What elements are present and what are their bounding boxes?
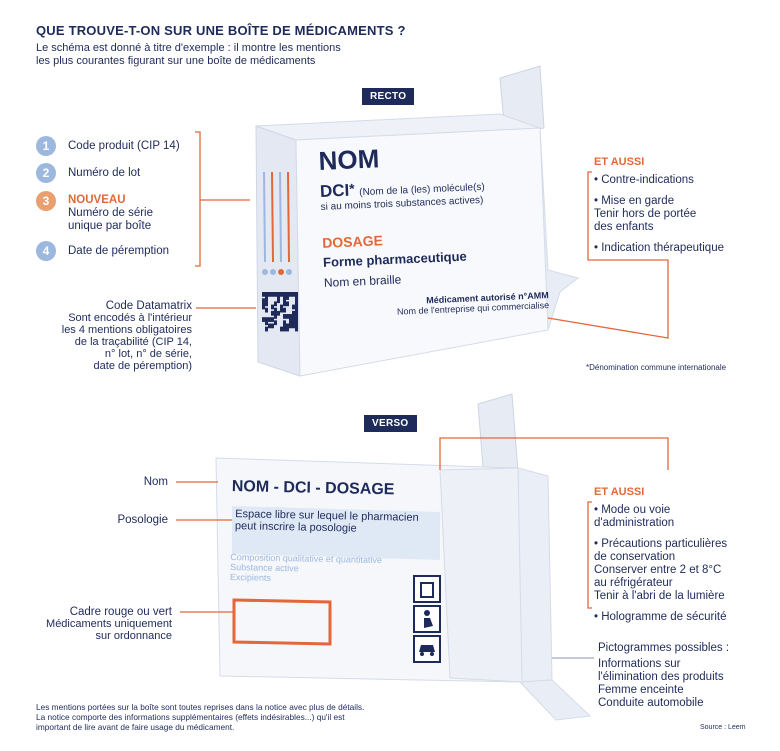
et-aussi-item: • Indication thérapeutique <box>594 242 724 254</box>
stripe <box>263 171 266 263</box>
verso-box-title: NOM - DCI - DOSAGE <box>231 478 395 499</box>
item-line: unique par boîte <box>68 220 152 232</box>
datamatrix-line: date de péremption) <box>93 360 192 372</box>
item-numero-serie: NOUVEAU Numéro de série unique par boîte <box>68 194 153 233</box>
source-label: Source : Leem <box>700 724 746 731</box>
dot-icon <box>286 269 292 275</box>
stripe <box>287 171 290 263</box>
dot-icon <box>278 269 284 275</box>
et-aussi-item: • Mode ou voie <box>594 504 671 516</box>
verso-box-text: NOM - DCI - DOSAGE Espace libre sur lequ… <box>230 478 420 586</box>
label-cadre: Cadre rouge ou vert Médicaments uniqueme… <box>20 606 172 642</box>
item-code-produit: Code produit (CIP 14) <box>68 140 180 152</box>
pictogrammes: Pictogrammes possibles : Informations su… <box>598 642 729 710</box>
datamatrix-line: n° lot, n° de série, <box>104 348 192 360</box>
et-aussi-item: • Hologramme de sécurité <box>594 611 727 623</box>
et-aussi-item: Tenir hors de portée <box>594 208 697 220</box>
cadre-line: sur ordonnance <box>95 630 172 642</box>
footer-line: La notice comporte des informations supp… <box>36 712 345 722</box>
footer-note: Les mentions portées sur la boîte sont t… <box>36 702 416 732</box>
footer-line: important de lire avant de faire usage d… <box>36 722 235 732</box>
picto-item: Informations sur <box>598 658 681 670</box>
box-dci: DCI <box>319 180 350 201</box>
footnote-dci: *Dénomination commune internationale <box>586 363 727 372</box>
box-braille: Nom en braille <box>323 272 402 290</box>
trash-icon <box>413 575 441 603</box>
item-line: Numéro de série <box>68 207 154 219</box>
et-aussi-item: • Contre-indications <box>594 174 694 186</box>
et-aussi-item: • Précautions particulières <box>594 538 728 550</box>
page-title: QUE TROUVE-T-ON SUR UNE BOÎTE DE MÉDICAM… <box>36 23 406 38</box>
recto-box <box>255 65 580 377</box>
et-aussi-item: d'administration <box>594 517 675 529</box>
datamatrix-description: Code Datamatrix Sont encodés à l'intérie… <box>10 300 192 372</box>
et-aussi-item: Conserver entre 2 et 8°C <box>594 564 722 576</box>
cadre-line: Médicaments uniquement <box>46 618 172 630</box>
datamatrix-title: Code Datamatrix <box>105 300 192 312</box>
datamatrix-line: Sont encodés à l'intérieur <box>68 312 192 324</box>
recto-badge: RECTO <box>362 88 415 105</box>
dot-icon <box>262 269 268 275</box>
verso-badge: VERSO <box>364 415 417 432</box>
cadre-title: Cadre rouge ou vert <box>69 606 172 618</box>
dot-icon <box>270 269 276 275</box>
new-label: NOUVEAU <box>68 194 126 206</box>
verso-box <box>215 393 592 721</box>
picto-item: Femme enceinte <box>598 684 684 696</box>
datamatrix-icon <box>262 292 298 332</box>
stripe <box>279 171 282 263</box>
number-badge-1: 1 <box>36 136 56 156</box>
datamatrix-line: les 4 mentions obligatoires <box>61 324 192 336</box>
picto-item: Conduite automobile <box>598 697 704 709</box>
number-badge-4: 4 <box>36 241 56 261</box>
red-frame <box>232 598 332 646</box>
item-date-peremption: Date de péremption <box>68 245 170 257</box>
et-aussi-title: ET AUSSI <box>594 156 645 168</box>
number-badge-3: 3 <box>36 191 56 211</box>
recto-box-text: NOM DCI* (Nom de la (les) molécule(s) si… <box>318 136 555 320</box>
page-subtitle: Le schéma est donné à titre d'exemple : … <box>36 42 396 68</box>
label-posologie: Posologie <box>117 514 168 526</box>
et-aussi-item: des enfants <box>594 221 654 233</box>
label-nom: Nom <box>143 476 168 488</box>
verso-et-aussi: ET AUSSI • Mode ou voie d'administration… <box>594 486 727 624</box>
number-badge-2: 2 <box>36 163 56 183</box>
subtitle-line: Le schéma est donné à titre d'exemple : … <box>36 42 341 54</box>
datamatrix-line: de la traçabilité (CIP 14, <box>74 336 192 348</box>
et-aussi-item: au réfrigérateur <box>594 577 673 589</box>
footer-line: Les mentions portées sur la boîte sont t… <box>36 702 365 712</box>
et-aussi-item: de conservation <box>594 551 676 563</box>
et-aussi-item: • Mise en garde <box>594 195 675 207</box>
item-numero-lot: Numéro de lot <box>68 167 141 179</box>
et-aussi-item: Tenir à l'abri de la lumière <box>594 590 725 602</box>
picto-title: Pictogrammes possibles : <box>598 642 730 654</box>
picto-item: l'élimination des produits <box>598 671 724 683</box>
recto-et-aussi: ET AUSSI • Contre-indications • Mise en … <box>594 156 724 255</box>
stripe <box>271 171 274 263</box>
box-dci-star: * <box>348 180 355 197</box>
subtitle-line: les plus courantes figurant sur une boît… <box>36 55 316 67</box>
et-aussi-title: ET AUSSI <box>594 486 645 498</box>
